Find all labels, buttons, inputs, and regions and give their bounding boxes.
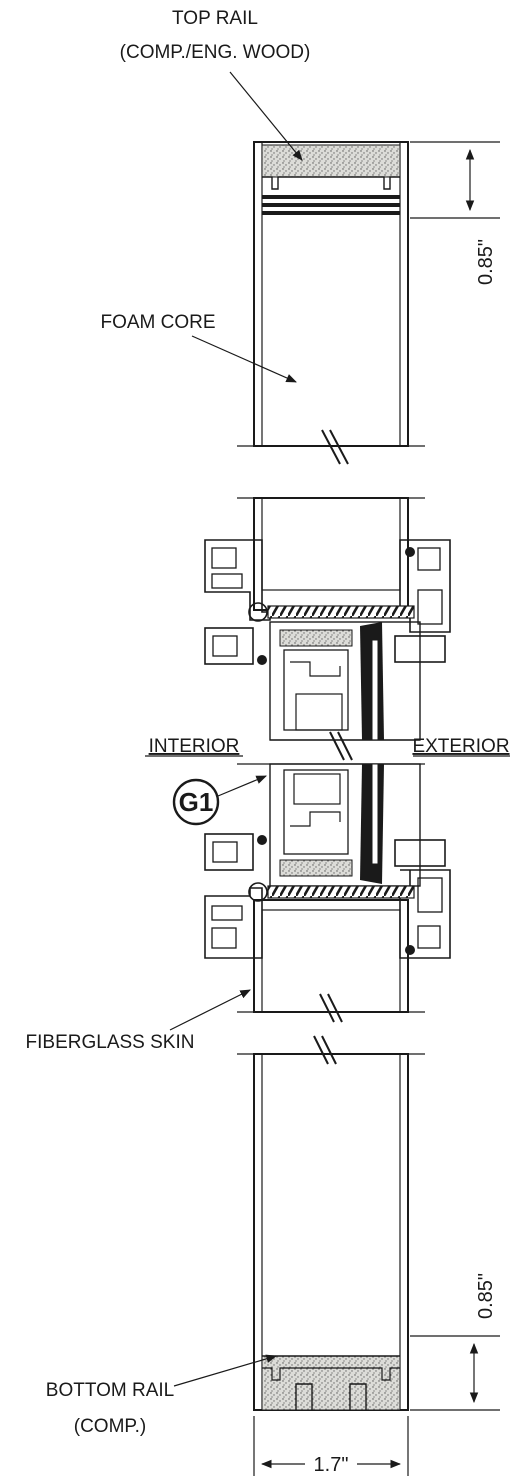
exterior-label: EXTERIOR xyxy=(412,736,509,757)
bottom-rail-label-line2: (COMP.) xyxy=(74,1416,146,1437)
g1-callout-text: G1 xyxy=(179,787,214,817)
top-rail-leader xyxy=(229,71,303,161)
foam-core-label: FOAM CORE xyxy=(100,312,215,333)
bottom-rail-block xyxy=(261,1355,401,1411)
bottom-rail-dimension: 0.85" xyxy=(410,1273,500,1411)
interior-label: INTERIOR xyxy=(149,736,240,757)
bottom-rail-label-line1: BOTTOM RAIL xyxy=(46,1380,174,1401)
top-panel-segment xyxy=(237,141,425,447)
fiberglass-skin-label: FIBERGLASS SKIN xyxy=(26,1032,195,1053)
lower-screw xyxy=(267,885,415,899)
upper-glass-stop-segment xyxy=(204,497,451,741)
top-rail-dimension: 0.85" xyxy=(410,141,500,285)
bottom-panel-segment xyxy=(237,1053,425,1411)
top-rail-label-line1: TOP RAIL xyxy=(172,8,258,29)
upper-screw xyxy=(267,605,415,619)
bottom-rail-leader xyxy=(173,1354,278,1387)
fiberglass-skin-leader xyxy=(169,989,251,1031)
lower-glass-stop-segment xyxy=(204,763,451,1013)
bottom-rail-dimension-label: 0.85" xyxy=(475,1273,497,1319)
top-rail-dimension-label: 0.85" xyxy=(475,239,497,285)
top-rail-block xyxy=(261,144,401,178)
panel-width-dimension-label: 1.7" xyxy=(314,1454,349,1476)
foam-core-leader xyxy=(191,335,297,383)
top-rail-label-line2: (COMP./ENG. WOOD) xyxy=(120,42,311,63)
panel-width-dimension: 1.7" xyxy=(253,1416,409,1476)
g1-callout: G1 xyxy=(172,775,267,826)
